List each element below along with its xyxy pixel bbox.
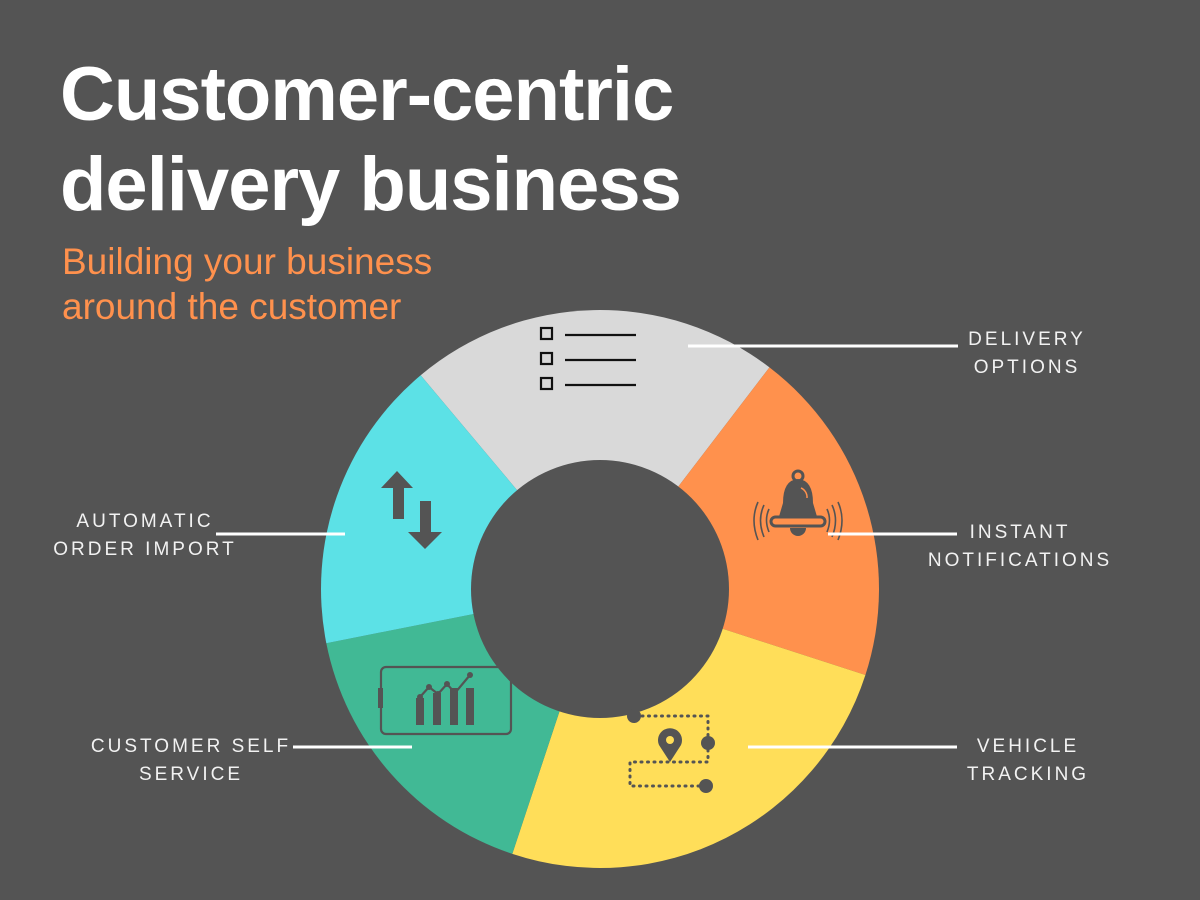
page-title: Customer-centric delivery business xyxy=(60,50,682,230)
label-line: DELIVERY xyxy=(968,329,1086,350)
title-line-2: delivery business xyxy=(60,142,682,227)
label-line: INSTANT xyxy=(969,522,1071,543)
label-line: TRACKING xyxy=(966,764,1090,785)
label-line: ORDER IMPORT xyxy=(53,539,237,560)
label-instant-notifications: INSTANT NOTIFICATIONS xyxy=(920,519,1120,575)
label-line: AUTOMATIC xyxy=(76,511,214,532)
label-customer-self-service: CUSTOMER SELF SERVICE xyxy=(86,733,296,789)
donut-segment-delivery-options xyxy=(420,310,770,589)
subtitle-line-1: Building your business xyxy=(62,241,433,282)
label-automatic-order-import: AUTOMATIC ORDER IMPORT xyxy=(50,508,240,564)
subtitle-line-2: around the customer xyxy=(62,286,402,327)
checklist-icon xyxy=(539,326,636,391)
label-delivery-options: DELIVERY OPTIONS xyxy=(964,326,1090,382)
connector-lines xyxy=(216,344,958,749)
label-line: VEHICLE xyxy=(976,736,1080,757)
page-subtitle: Building your business around the custom… xyxy=(62,239,432,329)
label-line: NOTIFICATIONS xyxy=(927,550,1113,571)
route-tracking-icon xyxy=(627,709,715,793)
label-line: OPTIONS xyxy=(973,357,1081,378)
analytics-dashboard-icon xyxy=(378,665,513,736)
up-down-arrows-icon xyxy=(381,471,442,549)
title-line-1: Customer-centric xyxy=(60,52,674,137)
label-line: CUSTOMER SELF xyxy=(90,736,292,757)
label-vehicle-tracking: VEHICLE TRACKING xyxy=(960,733,1096,789)
label-line: SERVICE xyxy=(138,764,244,785)
donut-hole xyxy=(471,460,729,718)
